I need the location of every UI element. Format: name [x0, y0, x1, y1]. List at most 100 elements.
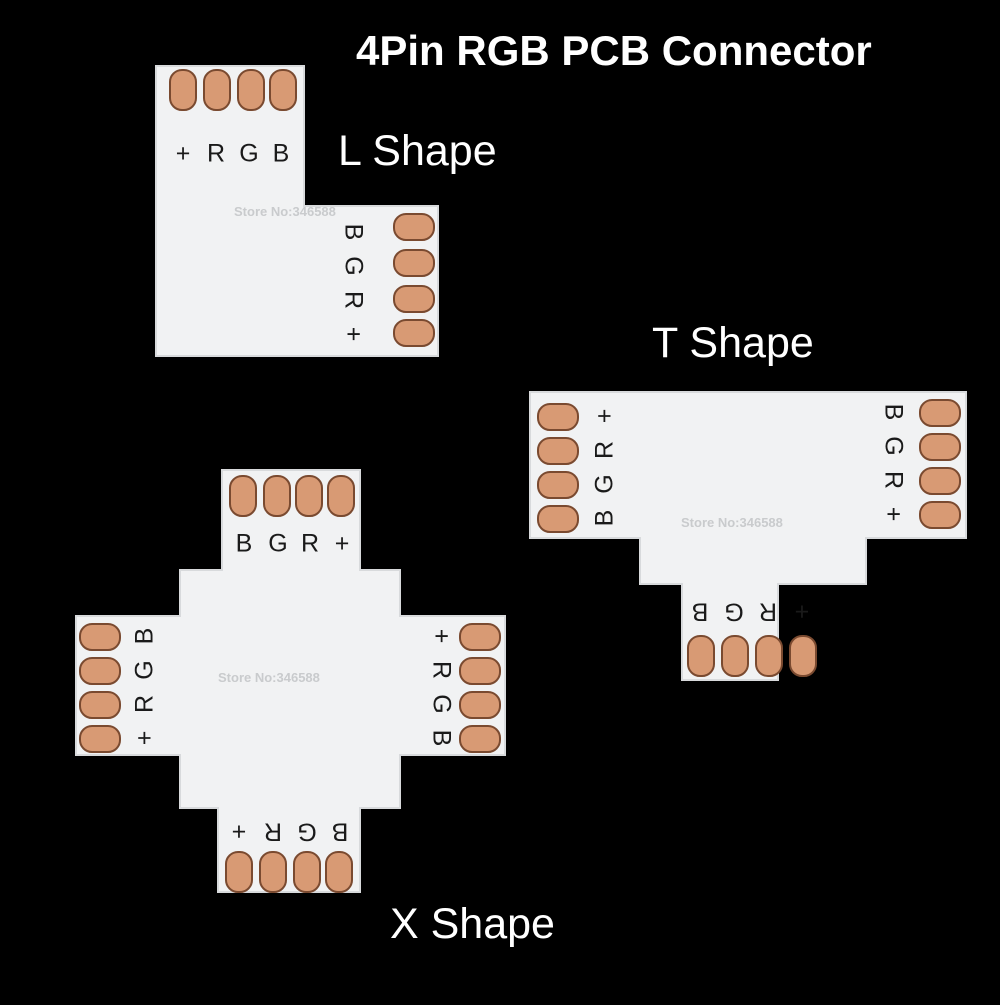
pin-label: G [879, 436, 907, 455]
t-shape-bottom-pads [687, 635, 817, 677]
pad [263, 475, 291, 517]
pad [919, 433, 961, 461]
pin-label: B [236, 530, 253, 558]
watermark: Store No:346588 [681, 515, 783, 530]
watermark: Store No:346588 [218, 670, 320, 685]
x-shape-bottom-pin-labels: B G R + [232, 817, 349, 845]
x-shape-right-pads [459, 623, 501, 753]
pad [459, 725, 501, 753]
t-shape-right-pin-labels: B G R + [879, 404, 907, 522]
t-shape-board [529, 391, 967, 681]
pad [537, 505, 579, 533]
pin-label: + [232, 817, 247, 845]
pin-label: G [131, 660, 159, 679]
pin-label: R [427, 661, 455, 679]
pin-label: + [335, 530, 350, 558]
pad [259, 851, 287, 893]
pad [393, 249, 435, 277]
pad [537, 403, 579, 431]
pad [327, 475, 355, 517]
t-shape-right-pads [919, 399, 961, 529]
pad [79, 657, 121, 685]
x-shape-left-pin-labels: B G R + [131, 628, 159, 746]
x-shape-right-pin-labels: + R G B [427, 629, 455, 747]
pad [789, 635, 817, 677]
pin-label: R [759, 597, 777, 625]
pad [393, 285, 435, 313]
pin-label: + [339, 327, 367, 342]
pin-label: G [239, 140, 258, 168]
l-shape-right-pads [393, 213, 435, 347]
pad [237, 69, 265, 111]
pin-label: B [427, 730, 455, 747]
l-shape-top-pin-labels: + R G B [176, 140, 290, 168]
x-shape-left-pads [79, 623, 121, 753]
pin-label: R [207, 140, 225, 168]
pad [687, 635, 715, 677]
pad [919, 501, 961, 529]
pin-label: + [795, 597, 810, 625]
x-shape-top-pads [229, 475, 355, 517]
pin-label: B [273, 140, 290, 168]
pad [393, 319, 435, 347]
pad [393, 213, 435, 241]
l-shape-label: L Shape [338, 127, 497, 175]
x-shape-board [75, 469, 506, 893]
pin-label: B [879, 404, 907, 421]
pad [721, 635, 749, 677]
pad [295, 475, 323, 517]
l-shape-board [155, 65, 439, 357]
pin-label: R [264, 817, 282, 845]
pin-label: R [879, 471, 907, 489]
pin-label: G [724, 597, 743, 625]
pad [919, 467, 961, 495]
pad [203, 69, 231, 111]
pad [169, 69, 197, 111]
pad [459, 691, 501, 719]
pad [293, 851, 321, 893]
pad [459, 657, 501, 685]
pin-label: G [591, 474, 619, 493]
x-shape-bottom-pads [225, 851, 353, 893]
pin-label: + [879, 507, 907, 522]
pad [537, 471, 579, 499]
pin-label: + [591, 409, 619, 424]
pin-label: B [692, 597, 709, 625]
pad [537, 437, 579, 465]
pad [325, 851, 353, 893]
x-shape-label: X Shape [390, 900, 555, 948]
pin-label: B [591, 510, 619, 527]
pin-label: R [301, 530, 319, 558]
pin-label: G [297, 817, 316, 845]
pin-label: R [591, 441, 619, 459]
pad [459, 623, 501, 651]
pad [269, 69, 297, 111]
pin-label: B [131, 628, 159, 645]
pad [229, 475, 257, 517]
pin-label: B [339, 224, 367, 241]
pin-label: + [427, 629, 455, 644]
pin-label: G [339, 256, 367, 275]
pad [79, 691, 121, 719]
pad [79, 623, 121, 651]
pad [755, 635, 783, 677]
pad [79, 725, 121, 753]
pad [919, 399, 961, 427]
x-shape-connector: B G R + B G R + + R G B B G R + [75, 469, 506, 893]
pin-label: G [268, 530, 287, 558]
t-shape-left-pin-labels: + R G B [591, 409, 619, 527]
pin-label: + [131, 731, 159, 746]
t-shape-left-pads [537, 403, 579, 533]
l-shape-connector: + R G B B G R + Store No:346588 [155, 65, 439, 357]
t-shape-label: T Shape [652, 319, 814, 367]
l-shape-right-pin-labels: B G R + [339, 224, 367, 342]
pin-label: G [427, 694, 455, 713]
t-shape-bottom-pin-labels: B G R + [692, 597, 810, 625]
l-shape-top-pads [169, 69, 297, 111]
pin-label: R [131, 695, 159, 713]
page-title: 4Pin RGB PCB Connector [356, 27, 872, 74]
t-shape-connector: + R G B B G R + B G R + Store No:346588 [529, 391, 967, 681]
pad [225, 851, 253, 893]
